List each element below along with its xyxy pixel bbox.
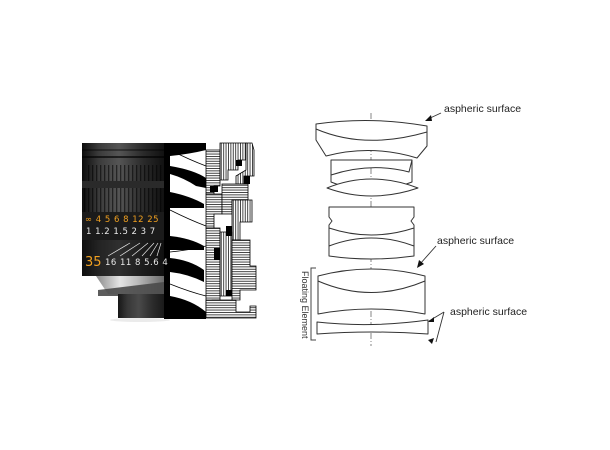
annotation-aspheric-top: aspheric surface xyxy=(444,103,522,115)
lens-element-4 xyxy=(328,206,415,260)
annotation-aspheric-middle: aspheric surface xyxy=(437,235,515,247)
lens-element-3 xyxy=(326,178,419,197)
annotation-arrows xyxy=(417,112,445,344)
annotation-aspheric-bottom: aspheric surface xyxy=(450,306,528,318)
lens-element-6 xyxy=(316,319,429,335)
lens-element-2 xyxy=(330,159,413,176)
aperture-scale: 16 11 8 5.6 4 xyxy=(105,258,169,268)
lens-element-1 xyxy=(315,119,428,159)
distance-scale-meters: 1 1.2 1.5 2 3 7 xyxy=(86,227,156,237)
distance-scale-feet: ∞ 4 5 6 8 12 25 xyxy=(85,215,160,225)
floating-element-label: Floating Element xyxy=(300,271,310,339)
lens-element-5 xyxy=(317,268,426,315)
floating-element-bracket xyxy=(310,267,316,341)
lens-cross-section xyxy=(164,142,257,319)
lens-barrel-exterior xyxy=(82,143,170,322)
focal-length-label: 35 xyxy=(85,255,102,270)
